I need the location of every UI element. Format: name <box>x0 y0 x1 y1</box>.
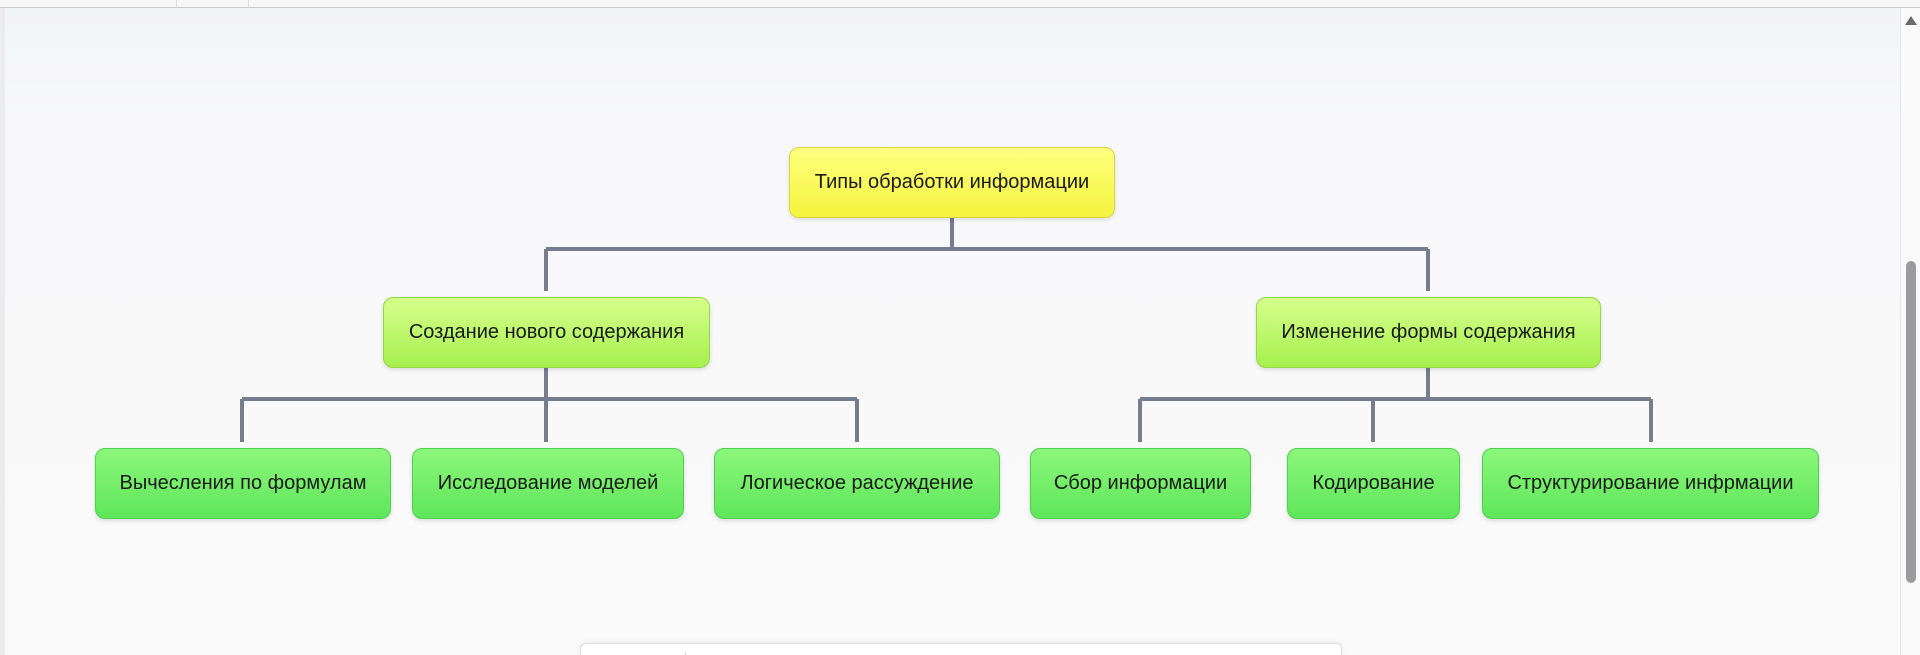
branch-node-transform-label: Изменение формы содержания <box>1281 321 1576 343</box>
leaf-node-label: Сбор информации <box>1053 472 1228 494</box>
leaf-node-structuring[interactable]: Структурирование инфрмации <box>1482 448 1819 519</box>
leaf-node-label: Структурирование инфрмации <box>1507 472 1794 494</box>
triangle-up-icon[interactable] <box>1905 16 1917 25</box>
connector-lines <box>240 218 1653 442</box>
leaf-node-collection[interactable]: Сбор информации <box>1030 448 1251 519</box>
root-node-label: Типы обработки информации <box>814 171 1090 193</box>
scrollbar-thumb[interactable] <box>1906 261 1916 583</box>
panel-divider <box>685 652 686 655</box>
leaf-node-reasoning[interactable]: Логическое рассуждение <box>714 448 1000 519</box>
leaf-node-formulas[interactable]: Вычесления по формулам <box>95 448 391 519</box>
leaf-node-label: Исследование моделей <box>437 472 659 494</box>
bottom-panel <box>580 643 1342 655</box>
diagram-canvas[interactable]: Типы обработки информации Создание новог… <box>0 8 1900 655</box>
toolbar-divider <box>176 0 177 7</box>
toolbar-strip <box>0 0 1920 8</box>
root-node[interactable]: Типы обработки информации <box>789 147 1115 218</box>
canvas-left-edge <box>0 8 5 655</box>
toolbar-divider <box>248 0 249 7</box>
leaf-node-models[interactable]: Исследование моделей <box>412 448 684 519</box>
vertical-scrollbar[interactable] <box>1900 8 1920 655</box>
branch-node-create-label: Создание нового содержания <box>408 321 685 343</box>
leaf-node-coding[interactable]: Кодирование <box>1287 448 1460 519</box>
branch-node-transform[interactable]: Изменение формы содержания <box>1256 297 1601 368</box>
leaf-node-label: Вычесления по формулам <box>119 472 367 494</box>
branch-node-create[interactable]: Создание нового содержания <box>383 297 710 368</box>
leaf-node-label: Логическое рассуждение <box>740 472 974 494</box>
leaf-node-label: Кодирование <box>1312 472 1435 494</box>
